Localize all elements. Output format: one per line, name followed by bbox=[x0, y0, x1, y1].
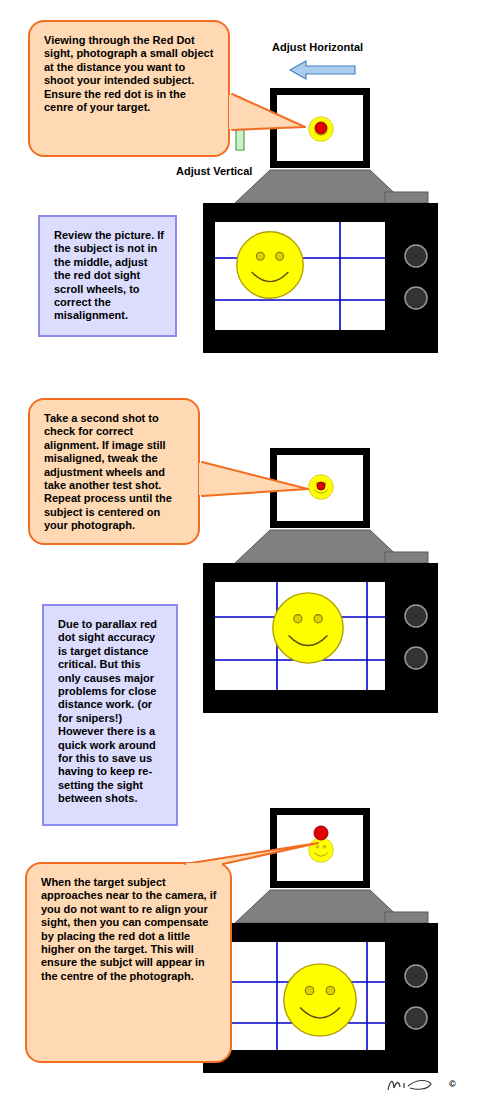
pointer-joint bbox=[186, 863, 222, 867]
red-dot bbox=[317, 482, 325, 490]
callout-bubble: Take a second shot to check for correct … bbox=[28, 398, 200, 545]
camera bbox=[203, 812, 438, 1074]
pointer-joint bbox=[229, 95, 233, 129]
callout-bubble: Viewing through the Red Dot sight, photo… bbox=[28, 20, 230, 157]
red-dot bbox=[314, 826, 328, 840]
note-text: Take a second shot to check for correct … bbox=[44, 412, 186, 533]
pointer-outline bbox=[202, 462, 308, 496]
adjust-label: Adjust Horizontal bbox=[272, 41, 363, 53]
note-box: Due to parallax red dot sight accuracy i… bbox=[42, 604, 178, 826]
copyright-mark: © bbox=[449, 1079, 456, 1089]
note-box: Review the picture. If the subject is no… bbox=[38, 215, 177, 337]
note-text: Viewing through the Red Dot sight, photo… bbox=[44, 34, 216, 114]
adjust-label: Adjust Vertical bbox=[176, 165, 252, 177]
pointer-outline bbox=[185, 843, 318, 864]
pointer-joint bbox=[199, 463, 203, 495]
note-text: Review the picture. If the subject is no… bbox=[54, 229, 165, 323]
note-text: When the target subject approaches near … bbox=[41, 876, 218, 983]
red-dot bbox=[315, 122, 327, 134]
callout-pointer bbox=[27, 864, 28, 865]
callout-pointer bbox=[30, 400, 31, 401]
callout-pointer bbox=[30, 22, 31, 23]
horizontal-arrow bbox=[290, 61, 355, 79]
pointer-outline bbox=[232, 94, 305, 130]
camera bbox=[203, 92, 438, 354]
signature bbox=[388, 1081, 431, 1091]
callout-bubble: When the target subject approaches near … bbox=[25, 862, 232, 1063]
camera bbox=[203, 452, 438, 714]
note-text: Due to parallax red dot sight accuracy i… bbox=[58, 618, 166, 806]
